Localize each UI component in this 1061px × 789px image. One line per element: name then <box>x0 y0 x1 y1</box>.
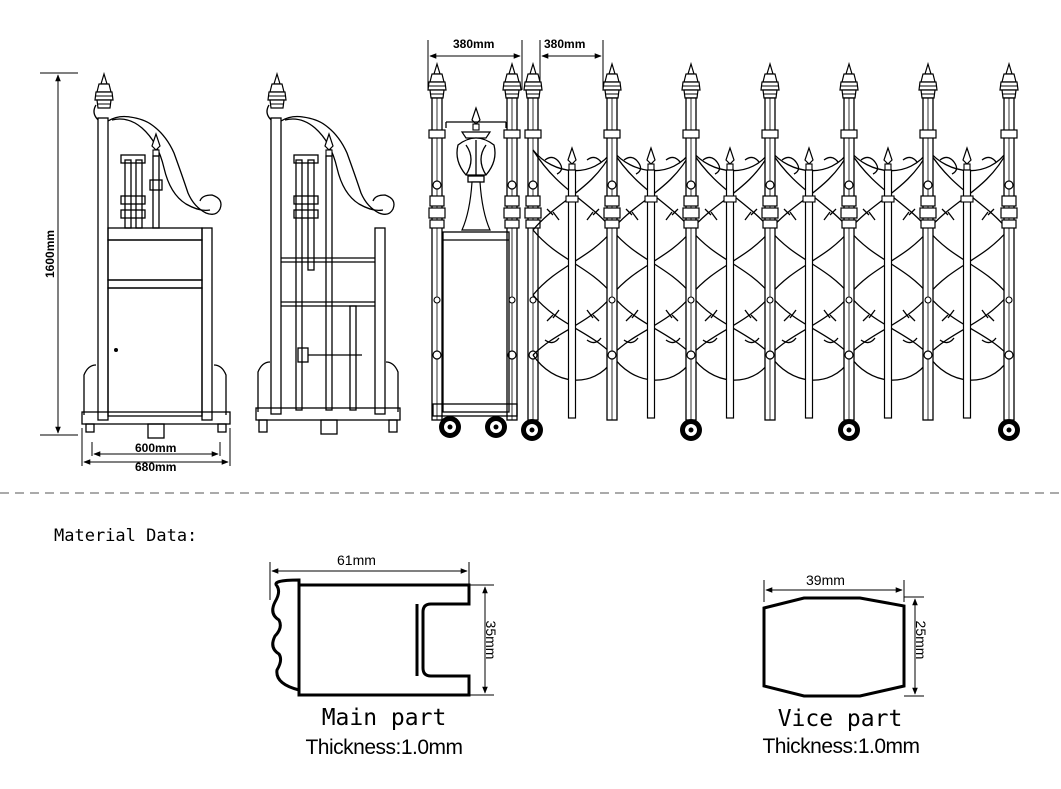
side-view-2 <box>255 73 401 435</box>
inner-width-dimension-label: 600mm <box>135 441 177 455</box>
post-spacing-label-right: 380mm <box>544 37 586 51</box>
post-spacing-label-left: 380mm <box>453 37 495 51</box>
main-part-height-label: 35mm <box>483 620 499 660</box>
main-part-title: Main part <box>321 705 447 731</box>
vice-part-width-label: 39mm <box>806 572 845 588</box>
main-part-width-label: 61mm <box>337 552 376 568</box>
vice-part-height-label: 25mm <box>913 620 929 660</box>
height-dimension-label: 1600mm <box>43 229 57 278</box>
vice-part-thickness: Thickness:1.0mm <box>762 735 920 758</box>
vice-part-profile <box>762 580 924 698</box>
side-view-1 <box>40 72 231 466</box>
main-part-thickness: Thickness:1.0mm <box>305 736 463 759</box>
vice-part-title: Vice part <box>777 706 903 732</box>
material-data-heading: Material Data: <box>54 526 198 546</box>
gate-front-view <box>428 40 1020 441</box>
main-part-profile <box>269 562 494 697</box>
outer-width-dimension-label: 680mm <box>135 460 177 474</box>
